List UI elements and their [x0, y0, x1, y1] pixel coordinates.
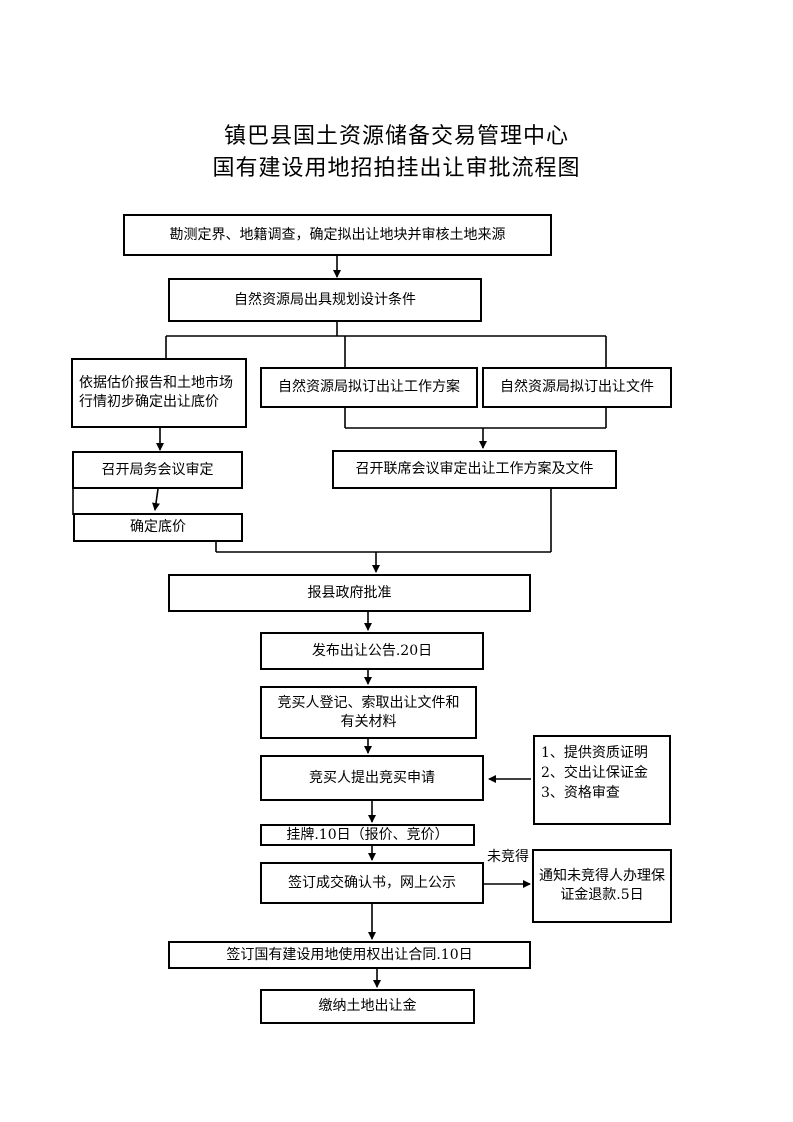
contract-step: 签订国有建设用地使用权出让合同.10日: [168, 941, 531, 969]
announcement-step: 发布出让公告.20日: [260, 632, 484, 670]
floor-price-step: 确定底价: [73, 513, 243, 542]
bureau-meeting-step: 召开局务会议审定: [72, 451, 243, 489]
requirements-box: 1、提供资质证明 2、交出让保证金 3、资格审查: [533, 735, 671, 825]
title-line-2: 国有建设用地招拍挂出让审批流程图: [212, 156, 581, 181]
confirmation-step: 签订成交确认书，网上公示: [260, 862, 484, 904]
not-won-label: 未竞得: [487, 849, 529, 865]
joint-meeting-step: 召开联席会议审定出让工作方案及文件: [332, 450, 617, 489]
county-approval-step: 报县政府批准: [168, 574, 531, 612]
survey-step: 勘测定界、地籍调查，确定拟出让地块并审核土地来源: [123, 214, 552, 256]
application-step: 竞买人提出竞买申请: [260, 755, 484, 801]
registration-step: 竞买人登记、索取出让文件和 有关材料: [260, 686, 477, 739]
planning-conditions-step: 自然资源局出具规划设计条件: [168, 278, 482, 322]
document-draft-step: 自然资源局拟订出让文件: [482, 367, 672, 408]
work-plan-step: 自然资源局拟订出让工作方案: [260, 367, 478, 408]
payment-step: 缴纳土地出让金: [260, 989, 475, 1024]
title-line-1: 镇巴县国土资源储备交易管理中心: [223, 124, 569, 149]
listing-step: 挂牌.10日（报价、竞价）: [260, 824, 475, 846]
refund-notice-box: 通知未竞得人办理保 证金退款.5日: [532, 849, 672, 923]
valuation-step: 依据估价报告和土地市场 行情初步确定出让底价: [71, 358, 247, 428]
